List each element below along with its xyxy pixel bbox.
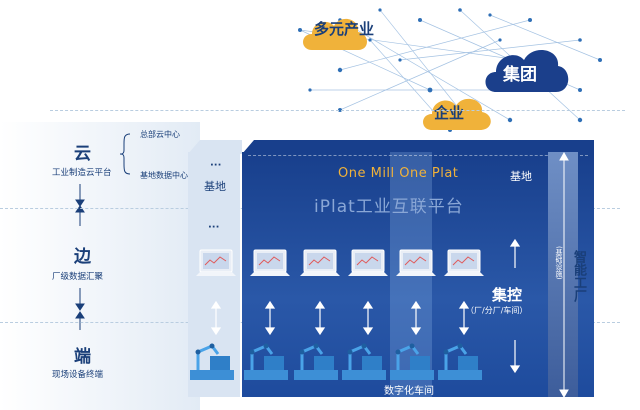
tier-edge-subtitle: 厂级数据汇聚 — [52, 272, 104, 282]
base-left-dots: ··· — [210, 160, 222, 171]
branch-base: 基地数据中心 — [140, 171, 188, 180]
branch-hq: 总部云中心 — [140, 130, 180, 139]
panel-right-label: 基地 — [510, 170, 532, 183]
tier-terminal-title: 端 — [74, 347, 91, 367]
cloud-group-label: 集团 — [503, 65, 537, 85]
platform-title: iPlat工业互联平台 — [314, 197, 464, 217]
cloud-group-bubble — [485, 49, 569, 92]
cloud-multi-bubble — [303, 18, 367, 50]
smart-factory-title: 智能工厂 — [571, 250, 586, 302]
edge-device-row — [195, 249, 485, 277]
tier-cloud-title: 云 — [74, 144, 91, 164]
tier-terminal-subtitle: 现场设备终端 — [52, 370, 104, 380]
smart-factory-bar — [548, 152, 578, 397]
tier-label-zone — [0, 122, 200, 410]
panel-top-dash — [248, 155, 588, 156]
base-left-label: 基地 — [204, 180, 226, 193]
cloud-multi-label: 多元产业 — [314, 20, 375, 38]
smart-factory-sub: (基础设施) — [555, 246, 563, 280]
base-column-left-top — [188, 140, 242, 154]
control-arrows — [509, 238, 521, 374]
tier-edge-title: 边 — [74, 247, 91, 267]
cloud-enterprise-label: 企业 — [434, 104, 465, 122]
main-panel-top — [242, 140, 594, 154]
cloud-enterprise-bubble — [423, 98, 491, 130]
control-title: 集控 — [492, 286, 523, 304]
network-graph — [298, 8, 602, 132]
edge-left-dots: ··· — [208, 222, 220, 233]
tier-cloud-subtitle: 工业制造云平台 — [52, 168, 112, 178]
tier-arrows-left — [75, 184, 85, 330]
branch-bracket — [119, 133, 131, 175]
cloud-boundary-line — [50, 110, 625, 112]
terminal-robot-row — [188, 342, 484, 382]
digital-workshop-label: 数字化车间 — [384, 386, 434, 397]
smart-factory-arrow — [559, 151, 569, 399]
device-link-arrows — [210, 300, 470, 336]
control-subtitle: （厂/分厂/车间） — [466, 306, 528, 315]
panel-headline: One Mill One Plat — [338, 166, 459, 181]
